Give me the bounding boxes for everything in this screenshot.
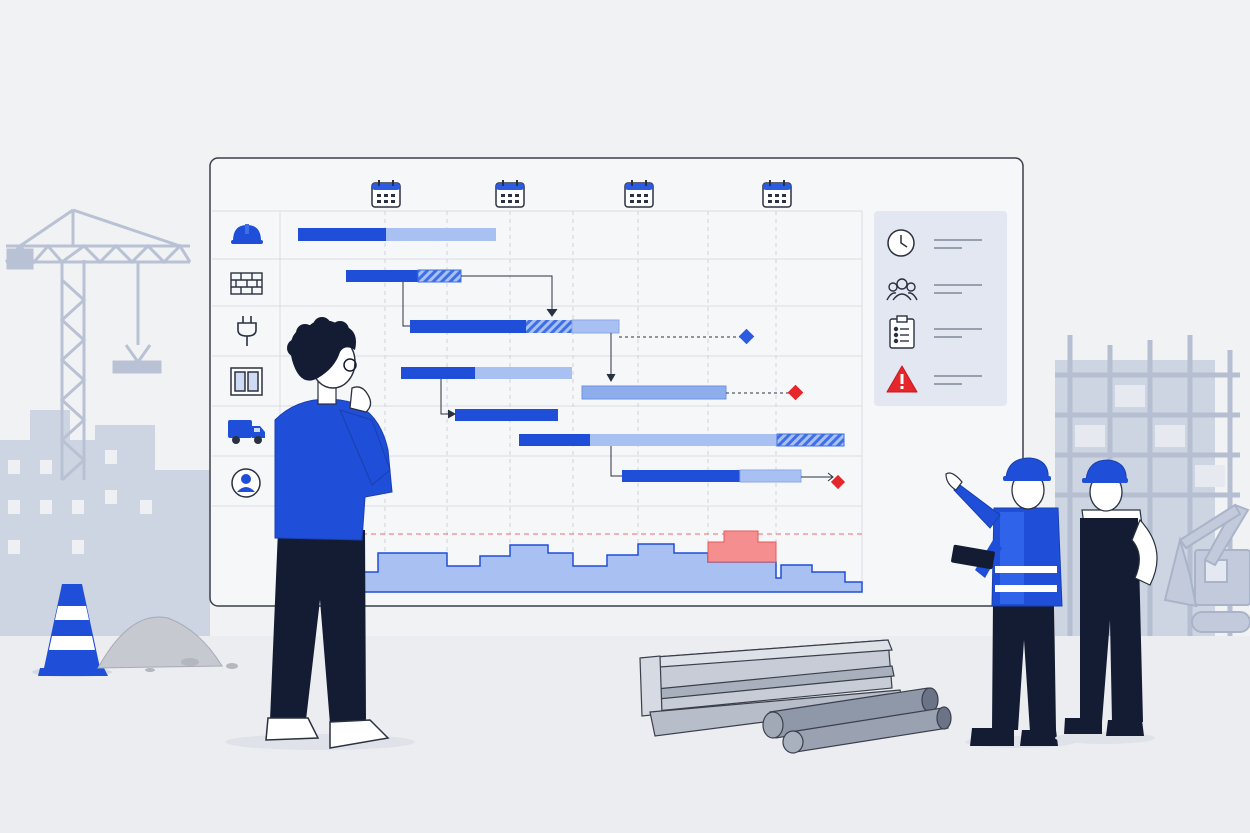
tower-crane (4, 208, 192, 482)
gantt-board (209, 157, 1024, 607)
task-bar (346, 269, 462, 283)
team-icon (886, 278, 918, 301)
resource-histogram (361, 530, 863, 593)
excavator (1163, 503, 1250, 633)
delivery-truck-icon (228, 420, 265, 444)
foreman-with-tablet (945, 457, 1075, 748)
hard-hat-icon (231, 224, 263, 244)
calendar-icon (762, 180, 792, 208)
panel-text-lines (934, 239, 982, 385)
worker-profile-icon (231, 468, 261, 498)
worker-in-overalls (1055, 459, 1158, 744)
warning-icon (886, 365, 918, 393)
checklist-icon (889, 315, 915, 349)
calendar-icon (624, 180, 654, 208)
dependency-arrow (402, 282, 410, 327)
gravel-pile (97, 616, 238, 672)
task-bar (519, 433, 845, 447)
calendar-icon (371, 180, 401, 208)
task-bar (401, 367, 572, 379)
brick-wall-icon (230, 272, 263, 295)
task-bar (581, 385, 727, 400)
window-icon (230, 367, 263, 396)
task-bar (410, 319, 620, 334)
electric-plug-icon (237, 316, 257, 346)
traffic-cone (32, 584, 112, 677)
dependency-arrow (610, 446, 622, 477)
clock-icon (887, 229, 915, 257)
milestone-diamond (830, 474, 846, 490)
side-panel (874, 211, 1007, 406)
steel-pipes (762, 687, 952, 754)
task-bar (298, 228, 496, 241)
task-bar (455, 409, 558, 421)
dependency-arrow (461, 275, 558, 317)
planner-person (225, 317, 415, 750)
calendar-icon (495, 180, 525, 208)
resource-area (361, 543, 863, 593)
overload-segment (707, 530, 777, 563)
dependency-arrow (440, 333, 616, 419)
task-bar (622, 469, 802, 483)
